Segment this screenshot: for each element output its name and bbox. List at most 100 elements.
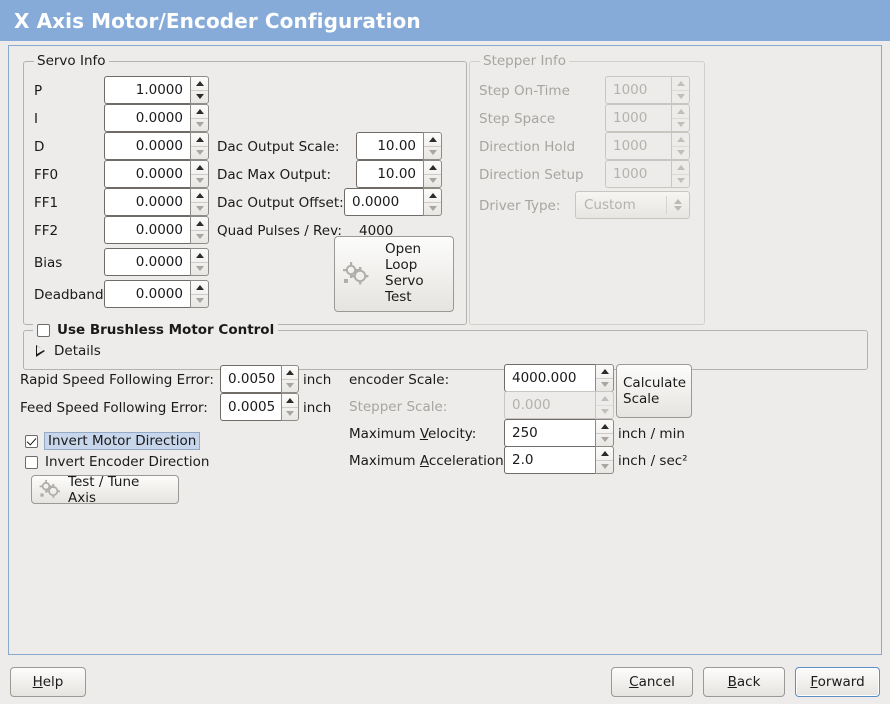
spin-up-icon[interactable] [191, 161, 208, 175]
dac-output-offset-spin[interactable]: 0.0000 [344, 188, 442, 216]
spin-up-icon[interactable] [596, 365, 613, 379]
spin-up-icon[interactable] [281, 366, 298, 380]
spin-up-icon[interactable] [424, 189, 441, 203]
spin-down-icon[interactable] [596, 379, 613, 392]
spin-down-icon[interactable] [191, 119, 208, 132]
servo-spin-bias-buttons[interactable] [190, 248, 209, 276]
checkbox-box[interactable] [25, 455, 38, 469]
spin-down-icon[interactable] [282, 408, 298, 421]
test-tune-axis-button[interactable]: Test / Tune Axis [31, 474, 179, 506]
spin-down-icon[interactable] [282, 380, 298, 393]
spin-up-icon[interactable] [191, 217, 208, 231]
forward-button[interactable]: Forward [795, 667, 880, 697]
encoder-scale-buttons[interactable] [595, 364, 614, 392]
spin-down-icon[interactable] [424, 175, 441, 188]
spin-up-icon[interactable] [596, 420, 613, 434]
rapid-error-buttons[interactable] [280, 365, 299, 393]
servo-spin-d[interactable]: 0.0000 [104, 132, 209, 160]
servo-spin-i-value[interactable]: 0.0000 [104, 104, 190, 132]
dac-output-scale-spin[interactable]: 10.00 [356, 132, 442, 160]
servo-spin-ff2[interactable]: 0.0000 [104, 216, 209, 244]
spin-up-icon[interactable] [191, 77, 208, 91]
feed-speed-following-error-value[interactable]: 0.0005 [220, 393, 281, 421]
maximum-velocity-buttons[interactable] [595, 419, 614, 447]
spin-up-icon[interactable] [191, 105, 208, 119]
dac-output-scale-value[interactable]: 10.00 [356, 132, 423, 160]
servo-spin-p-value[interactable]: 1.0000 [104, 76, 190, 104]
servo-spin-d-value[interactable]: 0.0000 [104, 132, 190, 160]
rapid-speed-following-error-value[interactable]: 0.0050 [220, 365, 281, 393]
feed-speed-following-error-spin[interactable]: 0.0005 [220, 393, 299, 421]
maximum-velocity-spin[interactable]: 250 [504, 419, 614, 447]
servo-spin-deadband[interactable]: 0.0000 [104, 280, 209, 308]
feed-error-buttons[interactable] [280, 393, 299, 421]
servo-spin-ff0[interactable]: 0.0000 [104, 160, 209, 188]
details-expander[interactable]: Details [36, 343, 101, 359]
servo-spin-bias-value[interactable]: 0.0000 [104, 248, 190, 276]
encoder-scale-spin[interactable]: 4000.000 [504, 364, 614, 392]
servo-spin-i-buttons[interactable] [190, 104, 209, 132]
servo-spin-ff2-value[interactable]: 0.0000 [104, 216, 190, 244]
dac-output-scale-buttons[interactable] [423, 132, 442, 160]
servo-spin-deadband-buttons[interactable] [190, 280, 209, 308]
servo-spin-p-buttons[interactable] [190, 76, 209, 104]
rapid-speed-following-error-spin[interactable]: 0.0050 [220, 365, 299, 393]
spin-down-icon [672, 147, 689, 160]
spin-down-icon[interactable] [191, 175, 208, 188]
spin-down-icon[interactable] [424, 203, 441, 216]
servo-spin-bias[interactable]: 0.0000 [104, 248, 209, 276]
spin-down-icon[interactable] [191, 295, 208, 308]
dac-output-offset-value[interactable]: 0.0000 [344, 188, 423, 216]
spin-down-icon [596, 406, 613, 419]
servo-spin-ff1-buttons[interactable] [190, 188, 209, 216]
triangle-right-icon[interactable] [36, 345, 45, 357]
dac-max-output-value[interactable]: 10.00 [356, 160, 423, 188]
spin-up-icon[interactable] [596, 447, 613, 461]
servo-spin-ff2-buttons[interactable] [190, 216, 209, 244]
window-title: X Axis Motor/Encoder Configuration [14, 8, 421, 33]
spin-up-icon[interactable] [281, 394, 298, 408]
invert-encoder-direction-checkbox[interactable]: Invert Encoder Direction [25, 454, 209, 470]
checkbox-box[interactable] [37, 323, 50, 337]
help-button[interactable]: Help [10, 667, 86, 697]
servo-spin-ff1-value[interactable]: 0.0000 [104, 188, 190, 216]
dac-max-output-spin[interactable]: 10.00 [356, 160, 442, 188]
calculate-scale-button[interactable]: Calculate Scale [616, 364, 692, 418]
dac-output-offset-buttons[interactable] [423, 188, 442, 216]
checkbox-box[interactable] [25, 434, 38, 448]
spin-down-icon[interactable] [191, 231, 208, 244]
maximum-acceleration-value[interactable]: 2.0 [504, 446, 595, 474]
open-loop-servo-test-button[interactable]: Open Loop Servo Test [334, 236, 454, 312]
maximum-acceleration-spin[interactable]: 2.0 [504, 446, 614, 474]
step-space-spin: 1000 [605, 104, 690, 132]
servo-spin-ff0-buttons[interactable] [190, 160, 209, 188]
spin-up-icon[interactable] [191, 133, 208, 147]
spin-up-icon[interactable] [424, 161, 441, 175]
spin-down-icon[interactable] [596, 434, 613, 447]
spin-down-icon[interactable] [191, 203, 208, 216]
servo-spin-p[interactable]: 1.0000 [104, 76, 209, 104]
use-brushless-motor-control-checkbox[interactable]: Use Brushless Motor Control [33, 322, 279, 338]
invert-motor-direction-checkbox[interactable]: Invert Motor Direction [25, 432, 201, 450]
direction-setup-spin: 1000 [605, 160, 690, 188]
encoder-scale-value[interactable]: 4000.000 [504, 364, 595, 392]
servo-spin-ff1[interactable]: 0.0000 [104, 188, 209, 216]
servo-spin-deadband-value[interactable]: 0.0000 [104, 280, 190, 308]
maximum-acceleration-buttons[interactable] [595, 446, 614, 474]
spin-up-icon[interactable] [191, 281, 208, 295]
spin-up-icon[interactable] [424, 133, 441, 147]
cancel-button[interactable]: Cancel [611, 667, 693, 697]
spin-down-icon[interactable] [191, 263, 208, 276]
servo-spin-i[interactable]: 0.0000 [104, 104, 209, 132]
spin-up-icon[interactable] [191, 189, 208, 203]
spin-down-icon[interactable] [191, 91, 208, 104]
back-button[interactable]: Back [703, 667, 785, 697]
spin-down-icon[interactable] [191, 147, 208, 160]
servo-spin-d-buttons[interactable] [190, 132, 209, 160]
maximum-velocity-value[interactable]: 250 [504, 419, 595, 447]
spin-down-icon[interactable] [424, 147, 441, 160]
spin-down-icon[interactable] [596, 461, 613, 474]
spin-up-icon[interactable] [191, 249, 208, 263]
servo-spin-ff0-value[interactable]: 0.0000 [104, 160, 190, 188]
dac-max-output-buttons[interactable] [423, 160, 442, 188]
